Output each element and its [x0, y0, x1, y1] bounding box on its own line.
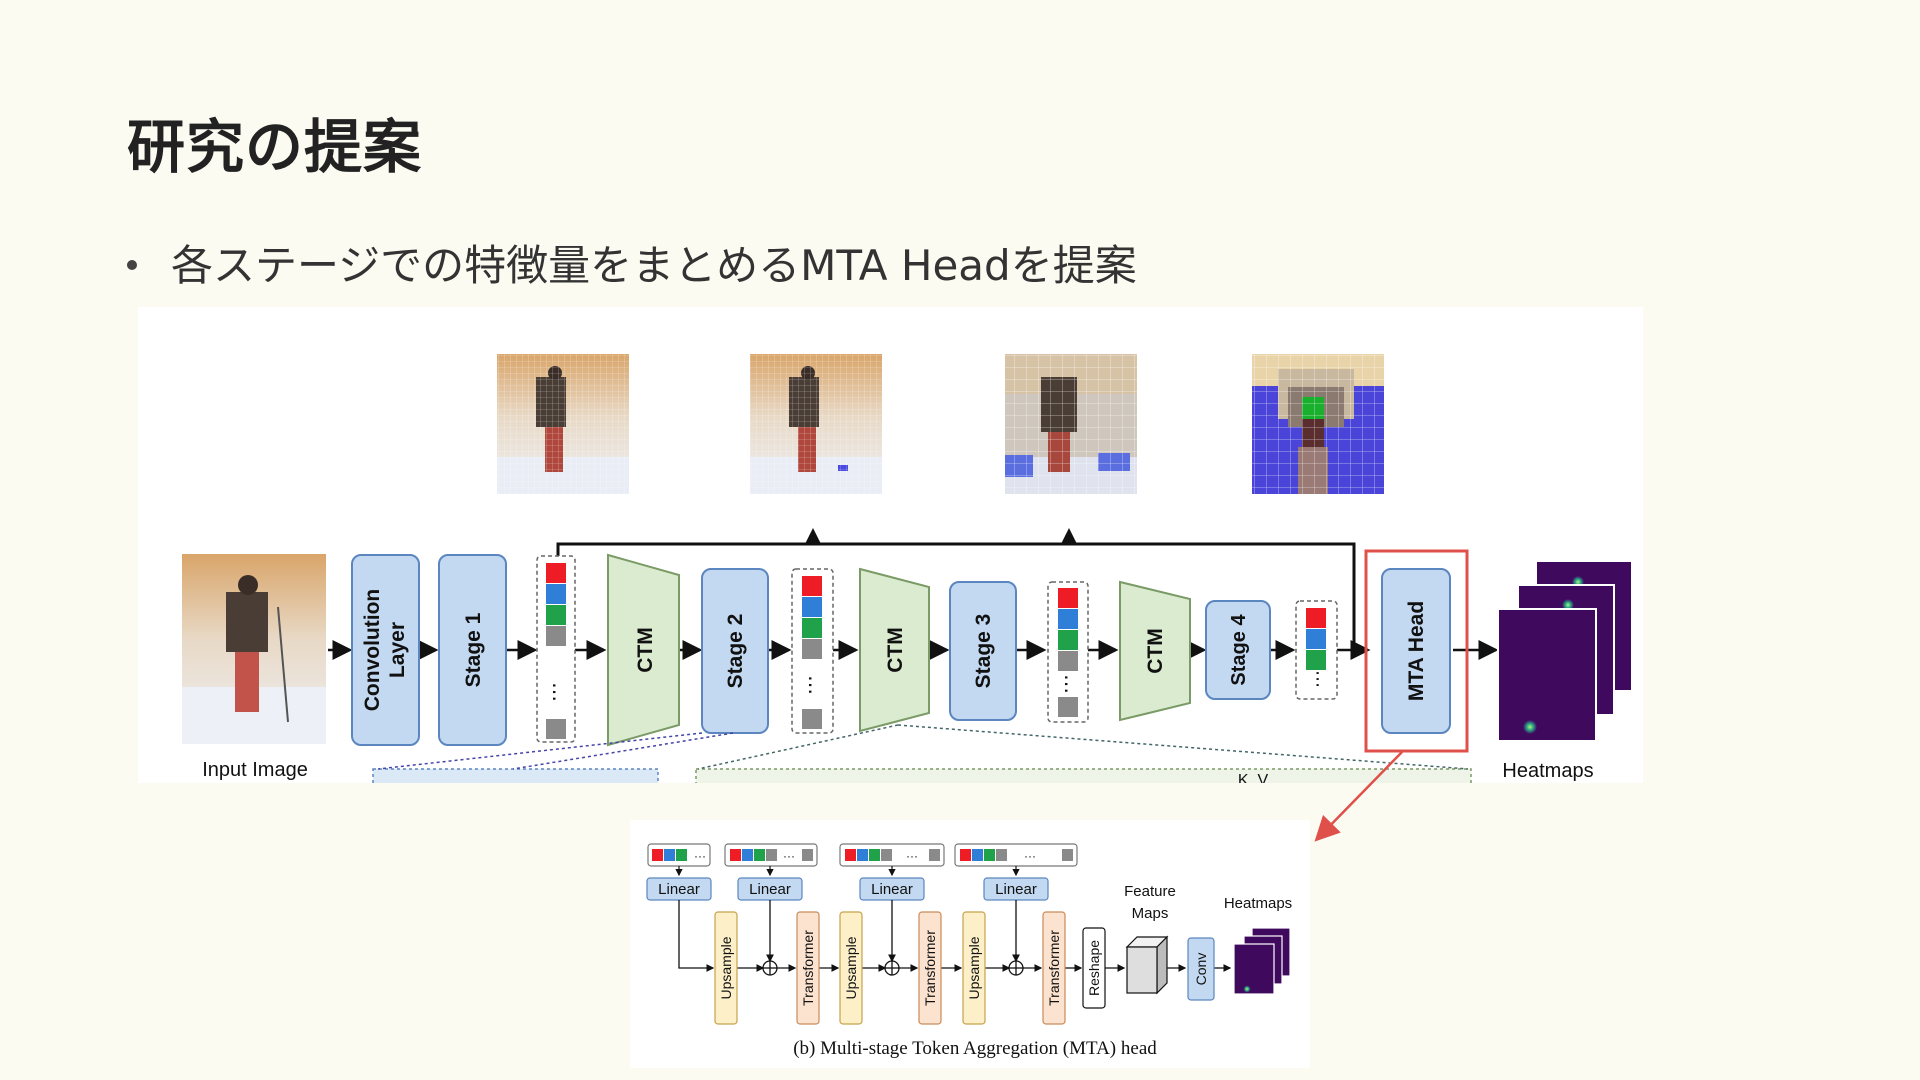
- upsample-block-1: [714, 911, 738, 1025]
- transformer-label-1: Transformer: [800, 930, 816, 1006]
- mta-detail-figure: ··· ··· ··· ··· Linear Linear Linear Lin…: [630, 820, 1310, 1068]
- upsample-label-2: Upsample: [843, 936, 859, 999]
- stage1-label: Stage 1: [462, 612, 485, 687]
- ctm-block-2: [859, 567, 930, 733]
- stage2-label: Stage 2: [724, 614, 747, 689]
- stage2-block: [701, 568, 769, 734]
- transformer-block-2: [918, 911, 942, 1025]
- token-row-4: ···: [954, 843, 1078, 867]
- mta-highlight-box: [1364, 549, 1469, 753]
- stage3-label: Stage 3: [972, 614, 995, 689]
- token-dots-4: ⋯: [1308, 670, 1328, 688]
- transformer-label-3: Transformer: [1046, 930, 1062, 1006]
- linear-label-1: Linear: [658, 881, 700, 898]
- token-vis-1: [497, 354, 629, 494]
- input-image-label: Input Image: [202, 759, 308, 781]
- mta-head-label: MTA Head: [1405, 601, 1428, 701]
- stage4-block: [1205, 600, 1271, 700]
- linear-label-2: Linear: [749, 881, 791, 898]
- pipeline-figure: Input Image Convolution Layer Stage 1 ⋯ …: [138, 307, 1643, 789]
- token-vis-3: [1005, 354, 1137, 494]
- linear-label-4: Linear: [995, 881, 1037, 898]
- slide-title: 研究の提案: [127, 113, 423, 181]
- token-dots-3: ⋯: [1055, 674, 1077, 694]
- mta-detail-diagram: ··· ··· ··· ··· Linear Linear Linear Lin…: [646, 843, 1292, 1059]
- heatmaps-small-stack: [1233, 927, 1291, 995]
- feature-maps-label-2: Maps: [1132, 905, 1169, 922]
- input-image: [182, 554, 326, 744]
- token-vis-2: [750, 354, 882, 494]
- convolution-layer-block: [351, 554, 420, 746]
- transformer-label-2: Transformer: [922, 930, 938, 1006]
- ctm-block-3: [1119, 580, 1191, 722]
- svg-text:···: ···: [694, 849, 706, 863]
- upsample-label-1: Upsample: [718, 936, 734, 999]
- sum-nodes: [762, 960, 1024, 976]
- conv-block: [1187, 937, 1215, 1001]
- conv-label: Conv: [1193, 953, 1209, 986]
- ctm-label-3: CTM: [1144, 628, 1167, 674]
- ctm-label-1: CTM: [634, 627, 657, 673]
- heatmaps-label: Heatmaps: [1502, 760, 1593, 782]
- token-vis-4: [1252, 354, 1384, 494]
- skip-connection: [556, 542, 1356, 650]
- svg-text:···: ···: [783, 849, 795, 863]
- stage3-block: [949, 581, 1017, 721]
- token-dots-1: ⋯: [543, 682, 565, 702]
- ctm-block-1: [607, 553, 680, 747]
- svg-text:···: ···: [906, 849, 918, 863]
- heatmaps-small-label: Heatmaps: [1224, 895, 1292, 912]
- linear-label-3: Linear: [871, 881, 913, 898]
- mta-head-block: [1381, 568, 1451, 734]
- zoom-arrow: [1314, 751, 1403, 842]
- stage-detail-box-cropped: [372, 768, 659, 786]
- token-dots-2: ⋯: [799, 675, 821, 695]
- token-row-1: ···: [647, 843, 711, 867]
- token-row-2: ···: [724, 843, 818, 867]
- reshape-block: [1082, 927, 1106, 1009]
- pipeline-diagram: Input Image Convolution Layer Stage 1 ⋯ …: [182, 354, 1633, 789]
- bullet-item: 各ステージでの特徴量をまとめるMTA Headを提案: [127, 232, 1137, 293]
- heatmaps-stack: [1497, 560, 1633, 742]
- feature-maps-cube: [1125, 935, 1169, 995]
- mta-caption: (b) Multi-stage Token Aggregation (MTA) …: [793, 1038, 1157, 1059]
- transformer-block-1: [796, 911, 820, 1025]
- feature-maps-label-1: Feature: [1124, 883, 1176, 900]
- token-row-3: ···: [839, 843, 945, 867]
- upsample-block-2: [839, 911, 863, 1025]
- reshape-label: Reshape: [1086, 940, 1102, 996]
- upsample-label-3: Upsample: [966, 936, 982, 999]
- conv-label-1: Convolution: [361, 589, 384, 711]
- svg-text:···: ···: [1024, 849, 1036, 863]
- bullet-text: 各ステージでの特徴量をまとめるMTA Headを提案: [171, 241, 1137, 290]
- transformer-block-3: [1042, 911, 1066, 1025]
- ctm-label-2: CTM: [884, 627, 907, 673]
- conv-label-2: Layer: [386, 622, 409, 678]
- stage4-label: Stage 4: [1228, 614, 1250, 686]
- bullet-dot: [127, 259, 137, 270]
- stage1-block: [438, 554, 507, 746]
- upsample-block-3: [962, 911, 986, 1025]
